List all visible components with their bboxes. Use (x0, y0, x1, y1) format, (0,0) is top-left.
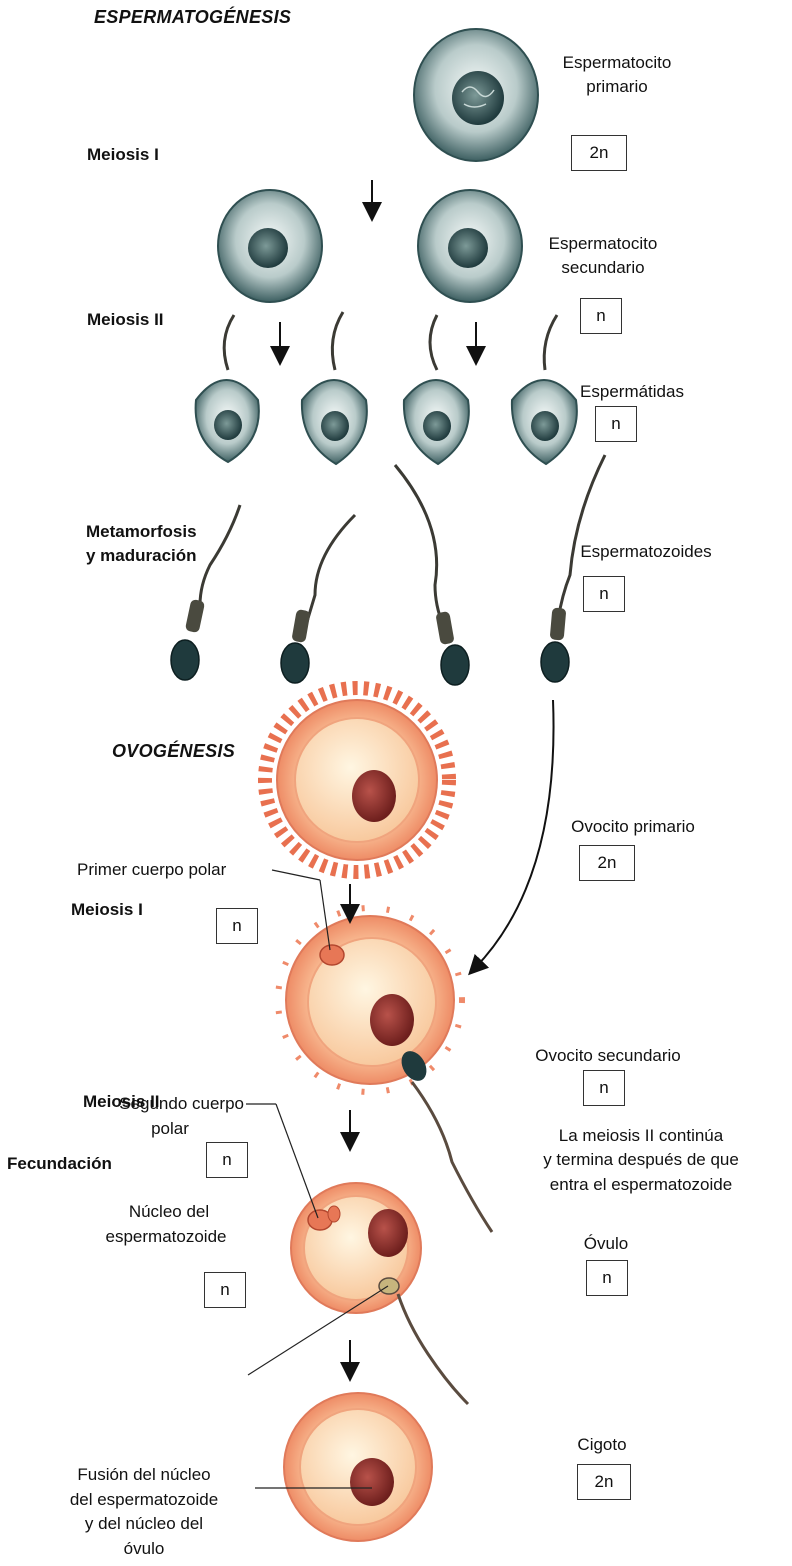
ploidy-secondary-oocyte: n (583, 1070, 625, 1106)
ploidy-second-polar-body: n (206, 1142, 248, 1178)
secondary-oocyte-cell (278, 908, 492, 1232)
ploidy-spermatozoa: n (583, 576, 625, 612)
label-spermatozoa: Espermatozoides (560, 540, 732, 563)
secondary-spermatocyte-cell-left (218, 190, 322, 302)
stage-label-sperm-meiosis1: Meiosis I (87, 143, 159, 166)
spermatid-1 (196, 315, 259, 462)
stage-label-ovo-meiosis1: Meiosis I (71, 898, 143, 921)
secondary-spermatocyte-cell-right (418, 190, 522, 302)
label-sperm-nucleus-1: Núcleo del (94, 1200, 244, 1223)
primary-spermatocyte-cell (414, 29, 538, 161)
label-zygote: Cigoto (552, 1433, 652, 1456)
label-meiosis-note-1: La meiosis II continúa (498, 1124, 784, 1147)
label-ovum: Óvulo (556, 1232, 656, 1255)
stage-label-sperm-meiosis2: Meiosis II (87, 308, 164, 331)
label-fusion-1: Fusión del núcleo (44, 1463, 244, 1486)
ploidy-zygote: 2n (577, 1464, 631, 1500)
zygote-cell (284, 1393, 432, 1541)
ploidy-primary-oocyte: 2n (579, 845, 635, 881)
spermatid-3 (404, 315, 469, 464)
arrow-sperm-to-oocyte (475, 700, 554, 968)
ploidy-spermatids: n (595, 406, 637, 442)
ploidy-secondary-spermatocyte: n (580, 298, 622, 334)
label-primary-spermatocyte-2: primario (532, 75, 702, 98)
primary-oocyte-cell (265, 688, 449, 872)
ploidy-sperm-nucleus: n (204, 1272, 246, 1308)
spermatozoon-4 (541, 455, 605, 682)
label-second-polar-body-1: Segundo cuerpo (50, 1092, 244, 1115)
label-secondary-spermatocyte-2: secundario (518, 256, 688, 279)
spermatid-2 (302, 312, 367, 464)
label-fusion-4: óvulo (44, 1537, 244, 1560)
label-secondary-oocyte: Ovocito secundario (520, 1044, 696, 1067)
spermatozoon-3 (395, 465, 469, 685)
label-fusion-3: y del núcleo del (44, 1512, 244, 1535)
stage-label-fertilization: Fecundación (7, 1152, 112, 1175)
stage-label-metamorphosis-1: Metamorfosis (86, 520, 197, 543)
spermatozoon-2 (281, 515, 355, 683)
label-primary-oocyte: Ovocito primario (550, 815, 716, 838)
spermatogenesis-title: ESPERMATOGÉNESIS (94, 7, 291, 28)
label-secondary-spermatocyte-1: Espermatocito (518, 232, 688, 255)
label-second-polar-body-2: polar (110, 1117, 230, 1140)
label-meiosis-note-2: y termina después de que (498, 1148, 784, 1171)
ploidy-ovum: n (586, 1260, 628, 1296)
label-spermatids: Espermátidas (562, 380, 702, 403)
oogenesis-title: OVOGÉNESIS (112, 741, 235, 762)
ploidy-primary-spermatocyte: 2n (571, 135, 627, 171)
stage-label-metamorphosis-2: y maduración (86, 544, 197, 567)
label-meiosis-note-3: entra el espermatozoide (498, 1173, 784, 1196)
ploidy-first-polar-body: n (216, 908, 258, 944)
label-fusion-2: del espermatozoide (44, 1488, 244, 1511)
label-primary-spermatocyte-1: Espermatocito (532, 51, 702, 74)
label-sperm-nucleus-2: espermatozoide (86, 1225, 246, 1248)
leader-first-polar-body (272, 870, 320, 880)
label-first-polar-body: Primer cuerpo polar (77, 858, 226, 881)
